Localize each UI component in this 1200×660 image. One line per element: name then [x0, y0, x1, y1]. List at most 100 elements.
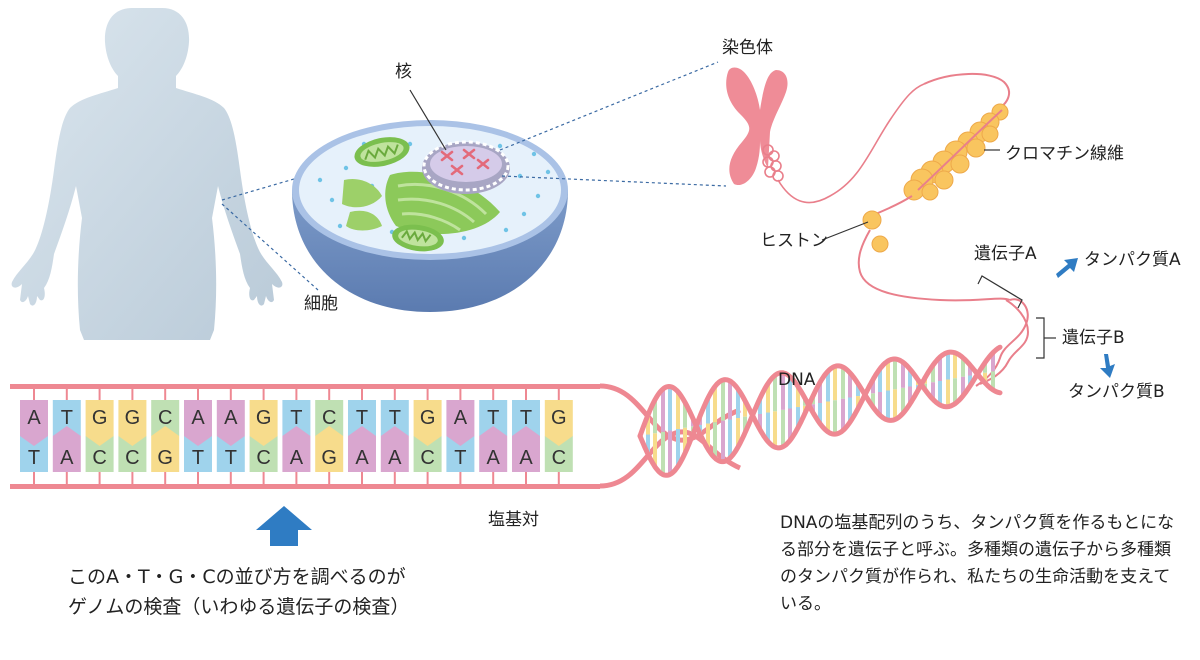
caption-genome-test: このA・T・G・Cの並び方を調べるのが ゲノムの検査（いわゆる遺伝子の検査）: [68, 562, 409, 622]
base-letter-top: T: [290, 407, 302, 429]
base-notch: [151, 426, 180, 436]
base-letter-bottom: A: [519, 447, 533, 469]
base-notch: [52, 426, 81, 436]
label-nucleus: 核: [395, 62, 412, 82]
label-gene-a: 遺伝子A: [974, 244, 1037, 264]
base-letter-top: C: [158, 407, 172, 429]
histone-leader-line: [821, 221, 869, 241]
base-letter-bottom: A: [388, 447, 402, 469]
base-notch: [184, 436, 212, 446]
base-notch: [512, 426, 540, 436]
up-arrow-icon: [256, 506, 312, 546]
gene-a-bracket: [977, 275, 1023, 309]
base-notch: [446, 436, 475, 446]
base-notch: [544, 436, 573, 446]
base-letter-top: C: [322, 407, 336, 429]
base-letter-bottom: C: [420, 447, 434, 469]
base-top-block: [216, 400, 245, 436]
label-chromatin: クロマチン線維: [1005, 144, 1124, 164]
base-letter-top: G: [256, 407, 272, 429]
base-notch: [216, 436, 245, 446]
base-letter-bottom: T: [225, 447, 237, 469]
base-letter-top: G: [420, 407, 436, 429]
base-letter-top: G: [551, 407, 567, 429]
base-bottom-block: [512, 436, 540, 472]
base-top-block: [85, 400, 114, 436]
base-notch: [20, 436, 48, 446]
chromatin-fiber: [875, 73, 1011, 215]
base-letter-top: T: [487, 407, 499, 429]
label-histone: ヒストン: [760, 231, 828, 251]
base-letter-bottom: A: [60, 447, 74, 469]
base-letter-bottom: G: [157, 447, 173, 469]
base-letter-bottom: T: [28, 447, 40, 469]
label-base-pair: 塩基対: [488, 510, 539, 530]
cell-illustration: [292, 120, 568, 312]
label-dna: DNA: [778, 370, 816, 390]
base-top-block: [446, 400, 475, 436]
base-top-block: [184, 400, 212, 436]
base-bottom-block: [380, 436, 409, 472]
label-cell: 細胞: [304, 294, 338, 314]
base-letter-bottom: A: [290, 447, 304, 469]
helix-strand-2: [637, 344, 1003, 465]
base-letter-top: T: [389, 407, 401, 429]
base-bottom-block: [315, 436, 344, 472]
base-top-block: [249, 400, 278, 436]
zoom-lines-nucleus-chromosome: [499, 61, 727, 187]
label-protein-b: タンパク質B: [1068, 382, 1165, 402]
base-letter-top: G: [92, 407, 108, 429]
base-notch: [315, 426, 344, 436]
chromosome-icon: [726, 67, 788, 186]
arrow-to-protein-a-icon: [1056, 258, 1078, 278]
base-notch: [413, 436, 442, 446]
base-letter-top: A: [191, 407, 205, 429]
base-letter-bottom: C: [552, 447, 566, 469]
helix-strand-1: [637, 349, 1003, 478]
base-letter-top: T: [61, 407, 73, 429]
base-notch: [249, 436, 278, 446]
base-top-block: [20, 400, 48, 436]
nucleus-icon: [422, 140, 510, 194]
base-bottom-block: [348, 436, 376, 472]
base-bottom-block: [151, 436, 180, 472]
caption-left-line1: このA・T・G・Cの並び方を調べるのが: [68, 566, 406, 588]
label-protein-a: タンパク質A: [1084, 250, 1181, 270]
base-letter-bottom: C: [125, 447, 139, 469]
base-notch: [348, 426, 376, 436]
base-letter-top: T: [520, 407, 532, 429]
base-notch: [479, 426, 508, 436]
chromatin-coil: [762, 83, 925, 204]
base-letter-bottom: A: [355, 447, 369, 469]
base-letter-bottom: C: [256, 447, 270, 469]
zoom-lines-body-cell: [221, 171, 319, 291]
base-letter-bottom: G: [321, 447, 337, 469]
base-bottom-block: [282, 436, 311, 472]
dna-double-helix: [637, 344, 1003, 478]
base-letter-bottom: C: [92, 447, 106, 469]
gene-b-bracket: [1036, 317, 1056, 359]
histone-beads: [857, 210, 1011, 302]
caption-left-line2: ゲノムの検査（いわゆる遺伝子の検査）: [68, 596, 410, 618]
base-letter-top: A: [27, 407, 41, 429]
base-letter-bottom: A: [487, 447, 501, 469]
base-bottom-block: [479, 436, 508, 472]
base-top-block: [118, 400, 147, 436]
nucleus-leader-line: [409, 89, 447, 151]
base-notch: [282, 426, 311, 436]
base-letter-top: A: [454, 407, 468, 429]
base-top-block: [544, 400, 573, 436]
base-letter-top: A: [224, 407, 238, 429]
base-letter-bottom: T: [454, 447, 466, 469]
base-notch: [380, 426, 409, 436]
caption-gene-description: DNAの塩基配列のうち、タンパク質を作るもとになる部分を遺伝子と呼ぶ。多種類の遺…: [780, 513, 1175, 614]
base-bottom-block: [52, 436, 81, 472]
arrow-to-protein-b-icon: [1100, 354, 1115, 378]
base-top-block: [413, 400, 442, 436]
label-chromosome: 染色体: [722, 38, 773, 58]
label-gene-b: 遺伝子B: [1062, 328, 1125, 348]
base-letter-bottom: T: [192, 447, 204, 469]
base-letter-top: T: [356, 407, 368, 429]
